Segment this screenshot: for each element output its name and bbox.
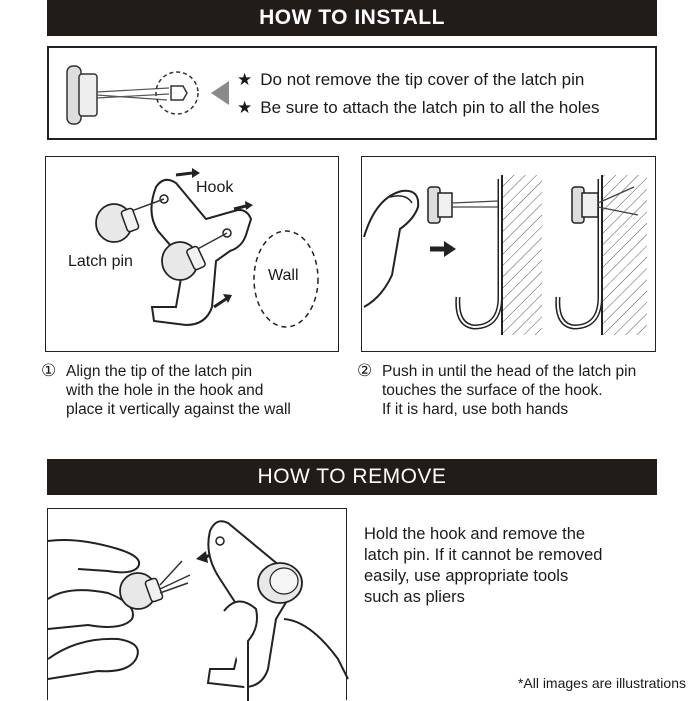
step2-line: touches the surface of the hook. bbox=[382, 382, 603, 399]
step2-instructions: Push in until the head of the latch pin … bbox=[382, 362, 636, 419]
step1-line: place it vertically against the wall bbox=[66, 401, 291, 418]
step2-line: Push in until the head of the latch pin bbox=[382, 363, 637, 380]
step2-line: If it is hard, use both hands bbox=[382, 401, 569, 418]
step2-illustration bbox=[361, 156, 656, 352]
illustration-note: *All images are illustrations bbox=[517, 675, 686, 691]
notice-box: ★ Do not remove the tip cover of the lat… bbox=[47, 46, 657, 140]
step1-illustration: Hook Latch pin Wall bbox=[45, 156, 339, 352]
install-banner: HOW TO INSTALL bbox=[47, 0, 657, 36]
step1-instructions: Align the tip of the latch pin with the … bbox=[66, 362, 291, 419]
latch-pin-tip-illustration bbox=[66, 65, 229, 125]
latch-pin-label: Latch pin bbox=[68, 253, 133, 270]
remove-pin-drawing bbox=[47, 520, 349, 701]
hook-label: Hook bbox=[196, 179, 234, 196]
notice-item: ★ Do not remove the tip cover of the lat… bbox=[237, 70, 584, 90]
notice-text: Be sure to attach the latch pin to all t… bbox=[260, 98, 600, 117]
step1-number: ① bbox=[41, 361, 57, 380]
step1-line: with the hole in the hook and bbox=[66, 382, 264, 399]
remove-line: Hold the hook and remove the bbox=[364, 525, 586, 543]
remove-line: latch pin. If it cannot be removed bbox=[364, 546, 603, 564]
remove-illustration bbox=[47, 508, 349, 701]
remove-line: such as pliers bbox=[364, 588, 465, 606]
hook-and-latch-pin-drawing bbox=[95, 168, 319, 328]
install-title: HOW TO INSTALL bbox=[259, 6, 445, 29]
notice-text: Do not remove the tip cover of the latch… bbox=[260, 70, 585, 89]
remove-instructions: Hold the hook and remove the latch pin. … bbox=[364, 524, 602, 608]
push-in-drawing bbox=[363, 175, 647, 335]
remove-title: HOW TO REMOVE bbox=[257, 465, 447, 488]
wall-label: Wall bbox=[268, 267, 299, 284]
remove-banner: HOW TO REMOVE bbox=[47, 459, 657, 495]
pointer-triangle-icon bbox=[211, 81, 229, 105]
step1-line: Align the tip of the latch pin bbox=[66, 363, 253, 380]
step2-number: ② bbox=[357, 361, 373, 380]
star-icon: ★ bbox=[237, 70, 253, 89]
star-icon: ★ bbox=[237, 98, 253, 117]
notice-item: ★ Be sure to attach the latch pin to all… bbox=[237, 98, 600, 118]
remove-line: easily, use appropriate tools bbox=[364, 567, 569, 585]
